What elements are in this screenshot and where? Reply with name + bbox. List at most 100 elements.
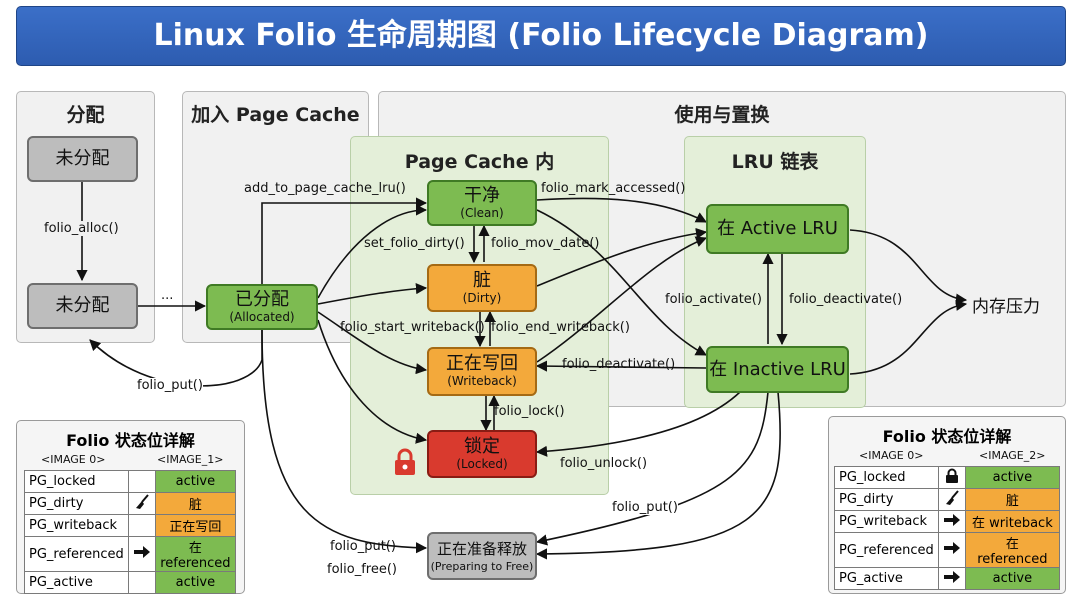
status-row: PG_dirty 脏: [24, 492, 237, 515]
status-icon-cell: [127, 514, 156, 537]
status-flag-name: PG_dirty: [24, 492, 129, 515]
status-row: PG_active active: [24, 571, 237, 594]
label-unlock: folio_unlock(): [560, 456, 648, 471]
arrow-right-icon: [127, 536, 156, 572]
status-flag-value: 在 writeback: [964, 510, 1061, 533]
status-table-left: Folio 状态位详解 <IMAGE 0> <IMAGE_1> PG_locke…: [16, 420, 245, 594]
label-folio-free: folio_free(): [327, 562, 397, 577]
arrow-alloc-clean: [317, 204, 428, 299]
label-mov-date: folio_mov_date(): [491, 236, 600, 251]
page-cache-inner-title: Page Cache 内: [404, 151, 555, 173]
allocated-sub: (Allocated): [229, 309, 295, 324]
status-flag-name: PG_writeback: [834, 510, 939, 533]
label-put-right: folio_put(): [612, 500, 678, 515]
status-flag-value: 在 referenced: [154, 536, 237, 572]
status-table-right-col1: <IMAGE 0>: [859, 449, 924, 462]
status-flag-name: PG_writeback: [24, 514, 129, 537]
status-row: PG_referenced 在 referenced: [834, 532, 1061, 568]
active-lru-label: 在 Active LRU: [717, 218, 838, 239]
writeback-label: 正在写回: [446, 353, 518, 374]
region-alloc-title: 分配: [66, 104, 105, 126]
label-activate: folio_activate(): [665, 292, 762, 307]
label-set-dirty: set_folio_dirty(): [364, 236, 465, 251]
label-deactivate-lru: folio_deactivate(): [789, 292, 903, 307]
status-flag-name: PG_active: [834, 567, 939, 590]
status-flag-name: PG_active: [24, 571, 129, 594]
label-put-left: folio_put(): [137, 378, 203, 393]
unallocated-top-label: 未分配: [55, 148, 110, 169]
clean-label: 干净: [464, 184, 500, 206]
lru-title: LRU 链表: [731, 151, 819, 173]
arrow-put-bottom: [535, 391, 769, 546]
status-table-left-title: Folio 状态位详解: [66, 431, 195, 450]
status-table-left-col1: <IMAGE 0>: [41, 453, 106, 466]
unallocated-bottom-label: 未分配: [55, 295, 110, 316]
lock-icon: [937, 466, 966, 489]
node-unallocated-bottom: 未分配: [27, 283, 138, 329]
node-preparing-to-free: 正在准备释放 (Preparing to Free): [427, 532, 537, 580]
node-locked: 锁定 (Locked): [427, 430, 537, 478]
memory-pressure-label: 内存压力: [972, 297, 1040, 317]
node-allocated: 已分配 (Allocated): [206, 284, 318, 330]
status-flag-value: 脏: [964, 488, 1061, 511]
status-table-right-title: Folio 状态位详解: [882, 427, 1012, 446]
arrow-mark-accessed: [536, 197, 707, 223]
label-put-bottom: folio_put(): [330, 539, 396, 554]
arrow-deactivate-writeback: [535, 360, 707, 372]
writeback-sub: (Writeback): [447, 374, 517, 388]
arrow-unlock: [535, 391, 741, 457]
status-flag-value: 脏: [154, 492, 237, 515]
node-active-lru: 在 Active LRU: [706, 204, 849, 254]
arrow-put-right: [535, 391, 781, 560]
status-flag-value: 正在写回: [154, 514, 237, 537]
locked-sub: (Locked): [456, 456, 508, 471]
allocated-label: 已分配: [235, 288, 289, 310]
label-add-lru: add_to_page_cache_lru(): [244, 181, 406, 196]
status-flag-value: active: [964, 567, 1061, 590]
label-folio-alloc: folio_alloc(): [44, 221, 119, 236]
lock-icon: [395, 448, 415, 475]
region-add-title: 加入 Page Cache: [191, 104, 360, 126]
status-table-right-col2: <IMAGE_2>: [979, 449, 1046, 462]
status-table-left-col2: <IMAGE_1>: [157, 453, 224, 466]
arrow-writeback-active: [536, 236, 708, 363]
arrow-right-icon: [937, 532, 966, 568]
status-icon-cell: [127, 571, 156, 594]
status-flag-value: 在 referenced: [964, 532, 1061, 568]
clean-sub: (Clean): [460, 205, 504, 220]
arrow-right-icon: [937, 510, 966, 533]
arrow-clean-inactive: [536, 209, 707, 356]
status-flag-value: active: [964, 466, 1061, 489]
status-flag-name: PG_referenced: [834, 532, 939, 568]
arrow-right-icon: [937, 567, 966, 590]
label-start-writeback: folio_start_writeback(): [340, 320, 485, 335]
node-unallocated-top: 未分配: [27, 136, 138, 182]
region-use-title: 使用与置换: [674, 104, 770, 126]
label-deactivate-writeback: folio_deactivate(): [562, 357, 676, 372]
label-end-writeback: folio_end_writeback(): [491, 320, 630, 335]
status-row: PG_referenced 在 referenced: [24, 536, 237, 572]
status-row: PG_writeback 正在写回: [24, 514, 237, 537]
broom-icon: [937, 488, 966, 511]
status-row: PG_dirty 脏: [834, 488, 1061, 511]
dirty-sub: (Dirty): [462, 290, 502, 305]
prep-sub: (Preparing to Free): [430, 559, 534, 573]
label-ellipsis: ...: [161, 288, 174, 303]
broom-icon: [127, 492, 156, 515]
arrow-alloc-writeback: [317, 311, 428, 375]
status-flag-value: active: [154, 571, 237, 594]
inactive-lru-label: 在 Inactive LRU: [709, 358, 846, 380]
locked-label: 锁定: [464, 435, 500, 457]
status-flag-name: PG_referenced: [24, 536, 129, 572]
status-icon-cell: [127, 470, 156, 493]
status-flag-name: PG_locked: [24, 470, 129, 493]
status-row: PG_active active: [834, 567, 1061, 590]
arrow-alloc-locked: [317, 319, 428, 444]
status-flag-name: PG_dirty: [834, 488, 939, 511]
status-table-right: Folio 状态位详解 <IMAGE 0> <IMAGE_2> PG_locke…: [828, 416, 1066, 594]
arrow-add-lru: [261, 197, 428, 284]
